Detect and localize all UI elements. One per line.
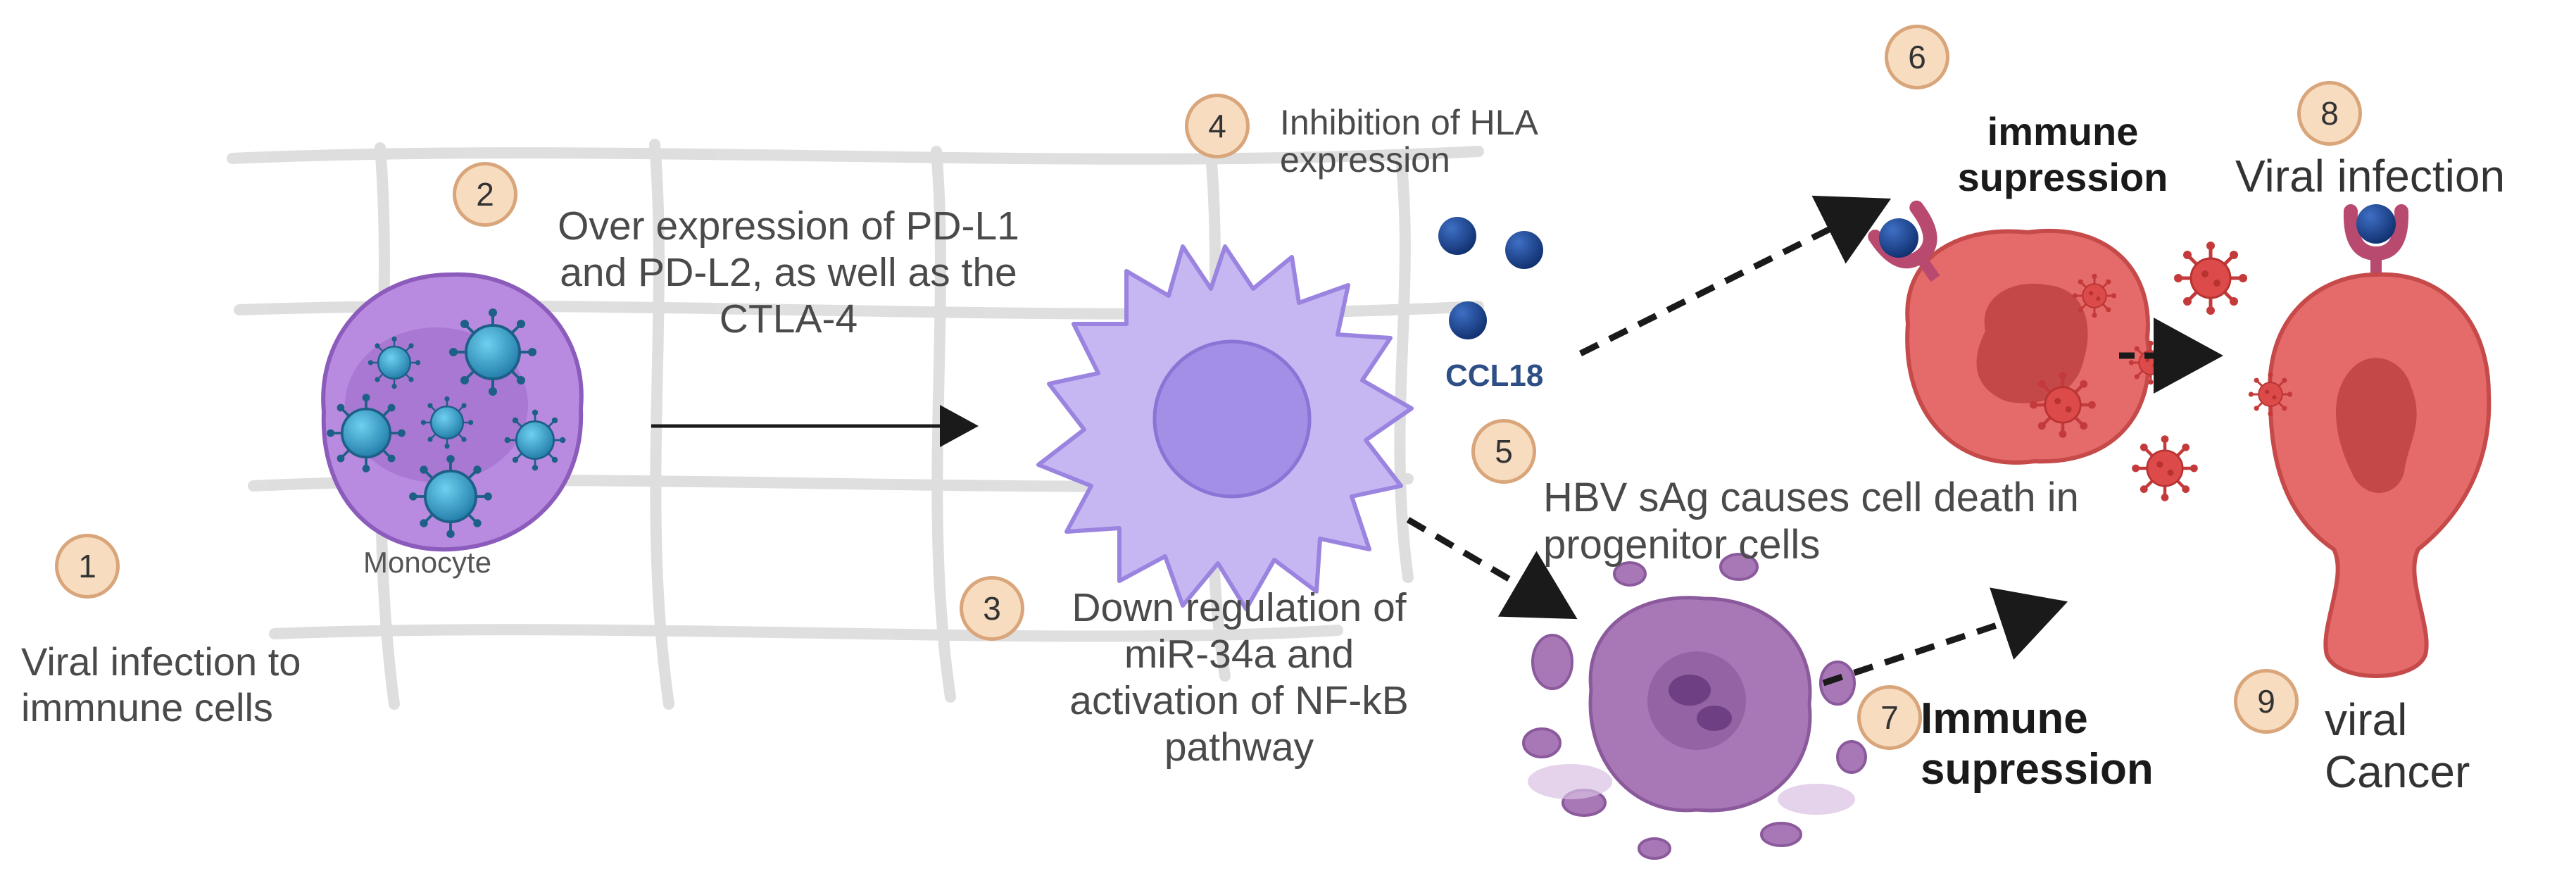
step-5-text: HBV sAg causes cell death in progenitor … [1543,475,2079,568]
step-badge-1: 1 [55,534,120,599]
infected-cell [1905,228,2151,465]
ccl18-label: CCL18 [1445,358,1544,393]
step-badge-3: 3 [960,576,1024,641]
step-badge-2: 2 [453,162,517,227]
step-7-text: Immune supression [1921,694,2154,794]
step-1-text: Viral infection to immnune cells [21,639,301,730]
dendritic-cell [1036,244,1414,611]
step-3-text: Down regulation of miR-34a and activatio… [1069,585,1409,770]
step-2-text: Over expression of PD-L1 and PD-L2, as w… [558,204,1019,342]
step-badge-7: 7 [1857,685,1922,750]
step-9-text: viral Cancer [2325,694,2470,798]
ccl18-chemokine [1438,217,1543,339]
arrow-icon [651,195,2223,687]
dying-progenitor-cell [1522,553,1867,860]
step-6-text: immune supression [1957,109,2168,199]
step-8-text: Viral infection [2235,151,2506,201]
step-badge-8: 8 [2297,81,2362,146]
step-badge-5: 5 [1471,419,1536,484]
step-badge-4: 4 [1185,94,1250,158]
step-4-text: Inhibition of HLA expression [1280,103,1537,180]
step-badge-9: 9 [2234,669,2299,734]
cancer-cell [2268,272,2492,678]
monocyte-label: Monocyte [363,546,492,579]
step-badge-6: 6 [1885,25,1949,89]
